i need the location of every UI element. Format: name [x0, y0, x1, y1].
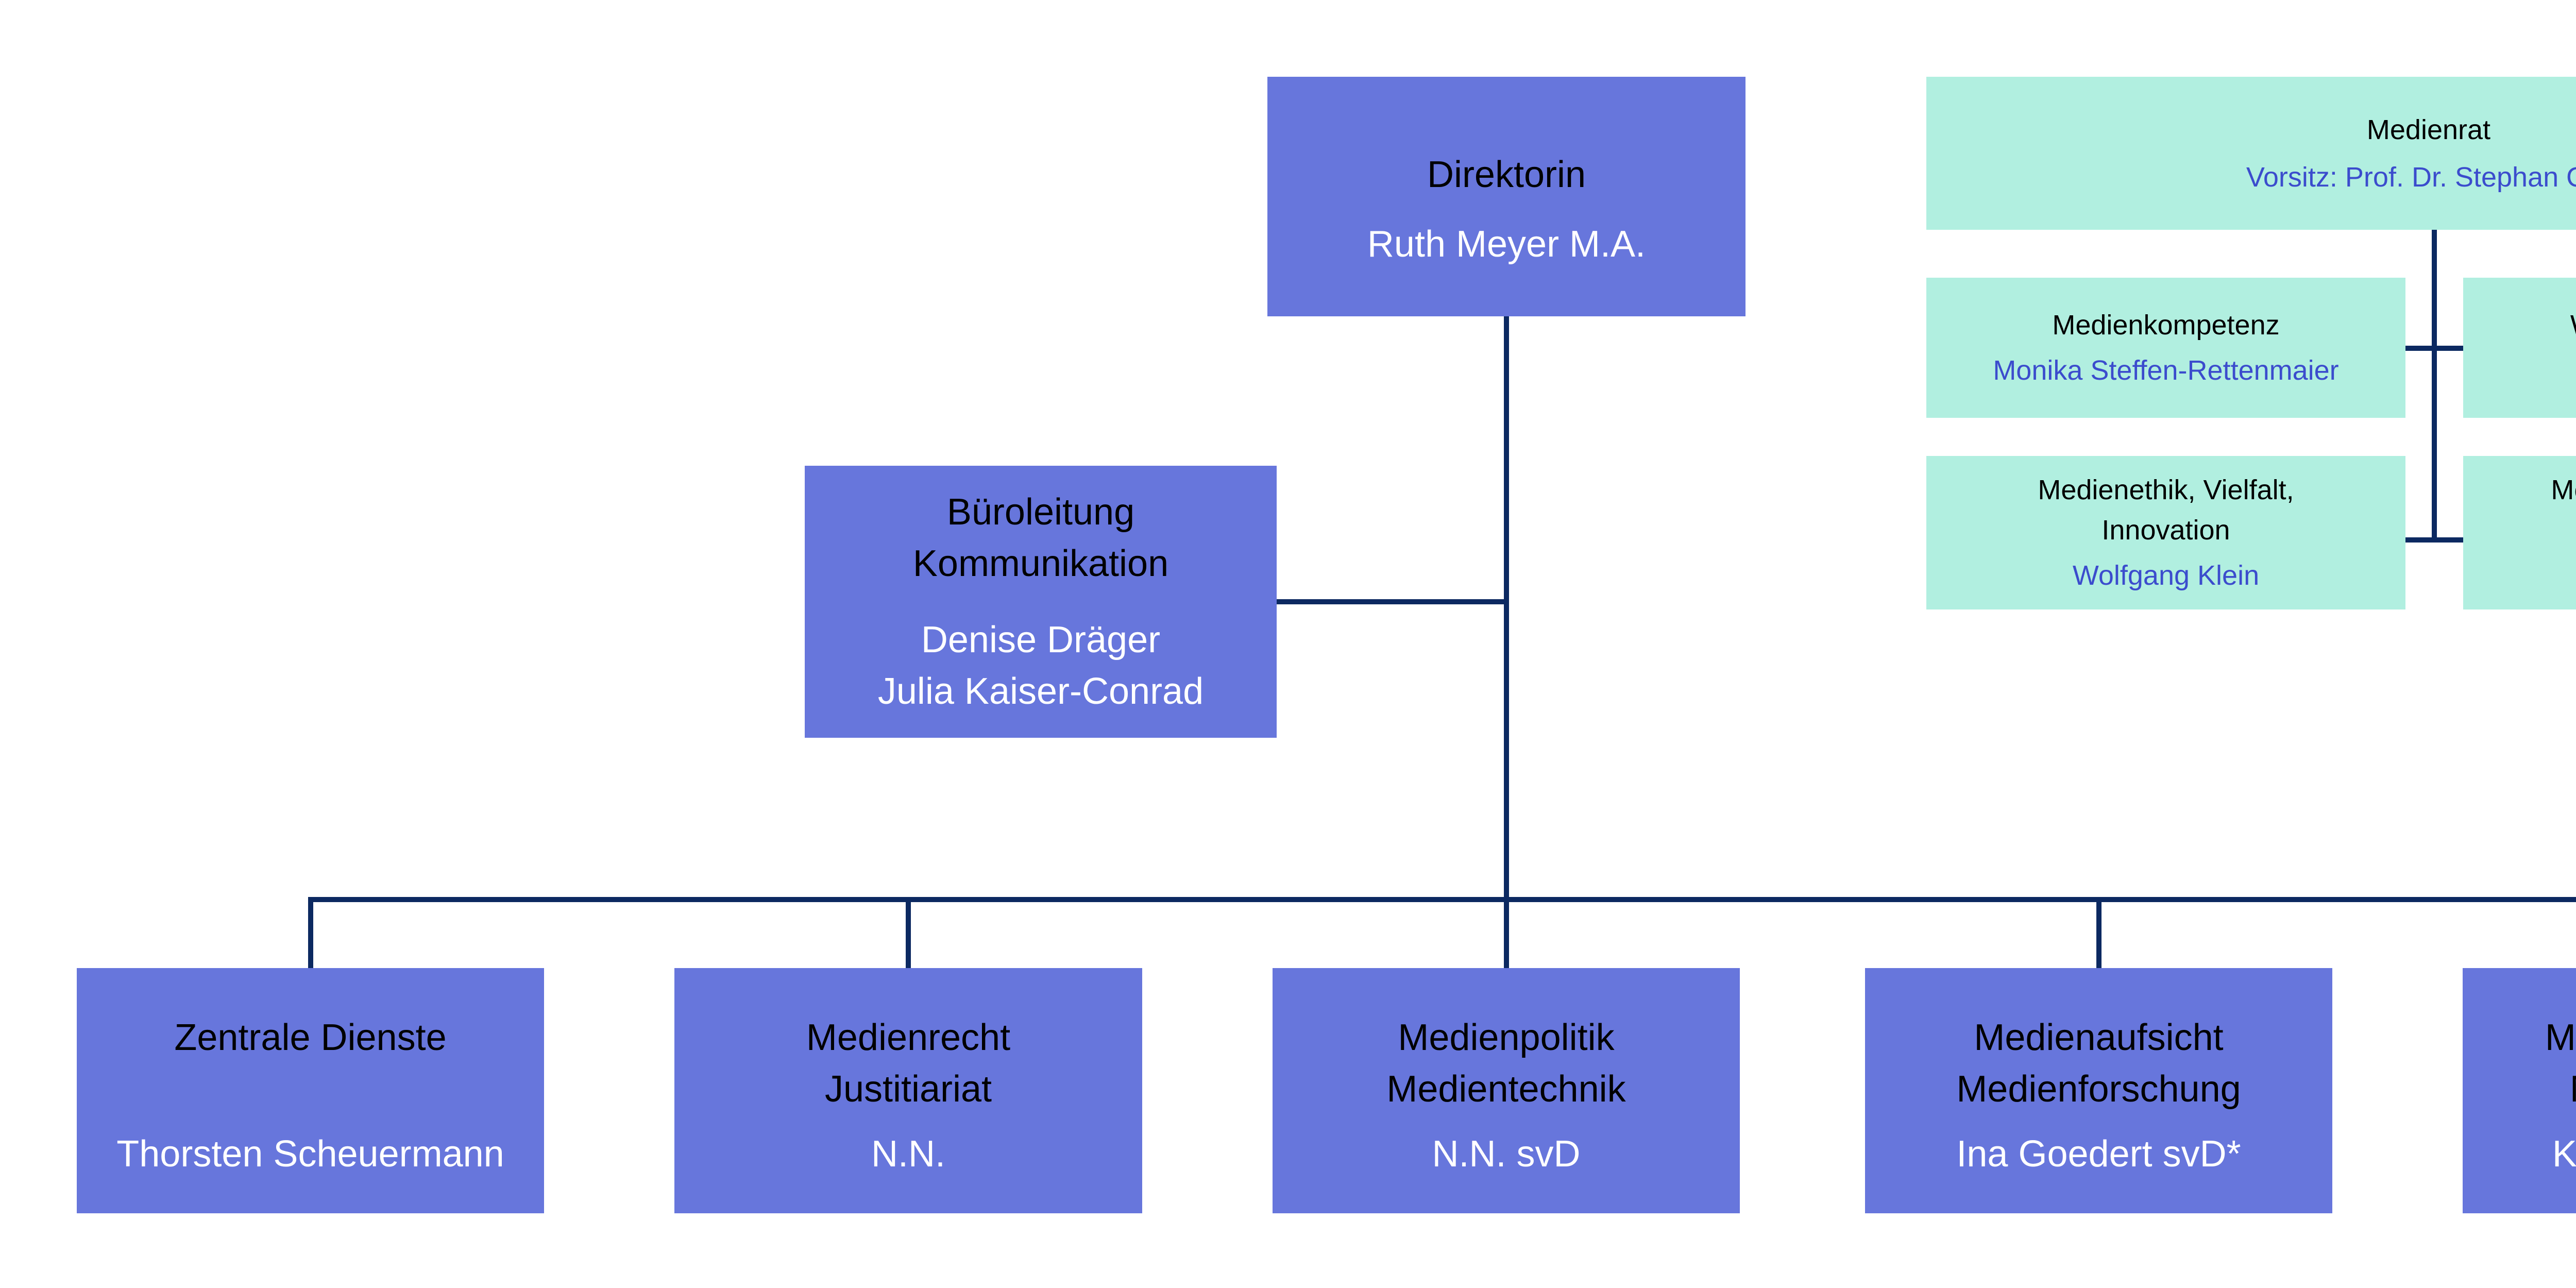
box-names: Thorsten Scheuermann	[116, 1133, 504, 1175]
box-committee-wirtschaft-finanzen: Wirtschaft, Finanzen Thomas Schulz	[2463, 278, 2576, 418]
box-title: Medienkompetenz Medienprojekte	[2545, 1017, 2576, 1110]
connector-committee-row2-stub	[2405, 537, 2463, 543]
box-title: Medienpolitik Medientechnik	[1386, 1017, 1626, 1110]
box-title: Medienkompetenz	[2052, 310, 2280, 341]
box-names: N.N.	[871, 1133, 945, 1175]
box-direktorin: Direktorin Ruth Meyer M.A.	[1267, 77, 1745, 316]
box-title: Direktorin	[1427, 154, 1586, 195]
connector-dept-medienaufsicht-stub	[2096, 897, 2102, 968]
box-title: Büroleitung Kommunikation	[912, 492, 1169, 584]
box-bueroleitung-kommunikation: Büroleitung Kommunikation Denise Dräger …	[805, 466, 1277, 738]
connector-bueroleitung	[1277, 599, 1506, 604]
box-title: Medienaufsicht Medienforschung	[1956, 1017, 2241, 1110]
box-committee-medienethik-vielfalt-innovation: Medienethik, Vielfalt, Innovation Wolfga…	[1926, 456, 2405, 609]
box-title: Medienrat	[2366, 114, 2491, 145]
box-names: Wolfgang Klein	[2072, 560, 2260, 591]
box-medienrat: Medienrat Vorsitz: Prof. Dr. Stephan Ory	[1926, 77, 2576, 230]
connector-committee-row1-stub	[2405, 346, 2463, 351]
box-dept-zentrale-dienste: Zentrale Dienste Thorsten Scheuermann	[77, 968, 544, 1213]
box-names: Monika Steffen-Rettenmaier	[1993, 355, 2339, 386]
connector-departments-rail	[308, 897, 2576, 902]
connector-medienrat-trunk	[2432, 230, 2437, 543]
connector-dept-zentrale-dienste-stub	[308, 897, 313, 968]
connector-direktorin-trunk	[1504, 316, 1509, 968]
box-names: Denise Dräger Julia Kaiser-Conrad	[877, 619, 1204, 712]
box-dept-medienrecht-justitiariat: Medienrecht Justitiariat N.N.	[674, 968, 1142, 1213]
box-title: Medienschutz, Aufsicht, Zulassung	[2551, 474, 2576, 505]
box-names: Karin Bickelmann	[2552, 1133, 2576, 1175]
box-dept-medienpolitik-medientechnik: Medienpolitik Medientechnik N.N. svD	[1273, 968, 1740, 1213]
box-names: Ruth Meyer M.A.	[1367, 224, 1646, 265]
box-title: Medienrecht Justitiariat	[806, 1017, 1011, 1110]
box-dept-medienkompetenz-medienprojekte: Medienkompetenz Medienprojekte Karin Bic…	[2463, 968, 2576, 1213]
box-title: Medienethik, Vielfalt, Innovation	[2038, 474, 2294, 546]
connector-dept-medienrecht-stub	[906, 897, 911, 968]
box-dept-medienaufsicht-medienforschung: Medienaufsicht Medienforschung Ina Goede…	[1865, 968, 2332, 1213]
box-names: Ina Goedert svD*	[1956, 1133, 2241, 1175]
box-title: Wirtschaft, Finanzen	[2570, 305, 2576, 345]
box-committee-medienschutz-aufsicht-zulassung: Medienschutz, Aufsicht, Zulassung Claus …	[2463, 456, 2576, 609]
box-names: Vorsitz: Prof. Dr. Stephan Ory	[2246, 161, 2576, 193]
box-committee-medienkompetenz: Medienkompetenz Monika Steffen-Rettenmai…	[1926, 278, 2405, 418]
box-title: Zentrale Dienste	[174, 1017, 447, 1058]
box-names: N.N. svD	[1432, 1133, 1581, 1175]
